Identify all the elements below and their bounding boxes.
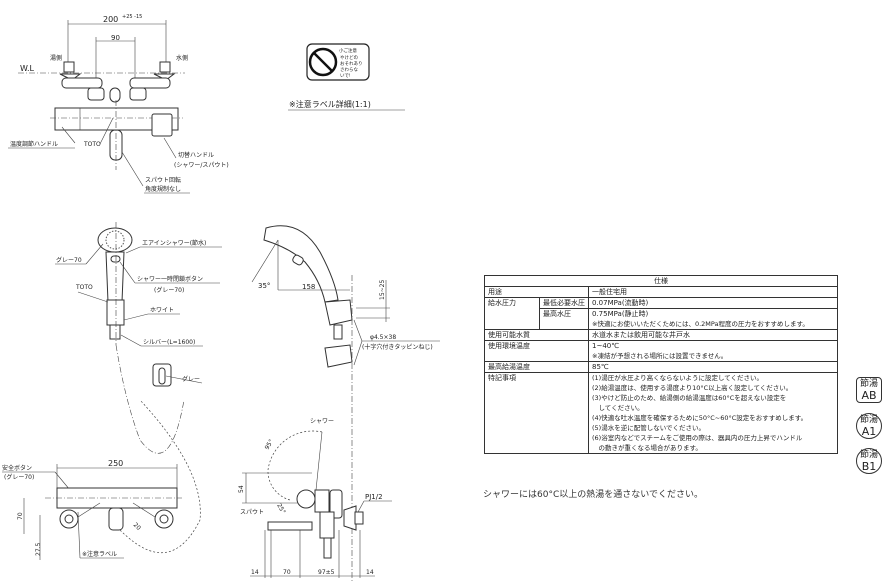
spec-label-max-hot: 最高給湯温度 xyxy=(484,361,589,373)
spec-value-water: 水道水または飲用可能な井戸水 xyxy=(588,329,838,341)
badge-top: 節湯 xyxy=(859,450,878,460)
dim-14b: 14 xyxy=(366,569,374,576)
safety-button-label: 安全ボタン xyxy=(2,464,32,472)
shower-warning: シャワーには60°C以上の熱湯を通さないでください。 xyxy=(483,490,703,500)
spec-value-env-temp: 1~40℃ xyxy=(588,340,838,351)
stop-button-label: シャワー一時閉鎖ボタン xyxy=(137,275,203,283)
pj-label: PJ1/2 xyxy=(365,493,383,501)
spec-label-water: 使用可能水質 xyxy=(484,329,589,341)
spec-sub-max-pressure: 最高水圧 xyxy=(539,308,589,330)
badge-bottom: AB xyxy=(861,389,877,402)
top-view: 200 +25 -15 90 湯側 水側 W.L 温度調節ハンドル TOTO 切… xyxy=(8,14,229,194)
spec-note-item: (2)給湯温度は、使用する湯度より10°C以上高く設定してください。 xyxy=(592,384,793,392)
gray-label: グレー xyxy=(182,375,200,383)
svg-text:いで!: いで! xyxy=(340,73,351,79)
spec-note-item: (5)湯水を逆に配管しないでください。 xyxy=(592,424,706,432)
spec-title: 仕様 xyxy=(484,275,838,287)
brand-label: TOTO xyxy=(83,141,101,148)
spec-label-pressure: 給水圧力 xyxy=(484,297,540,330)
screw-sub: (十字穴付きタッピンねじ) xyxy=(362,343,433,351)
spout-rotation-sub: 角度規制なし xyxy=(145,185,181,193)
svg-text:さわらな: さわらな xyxy=(340,66,358,73)
badge-top: 節湯 xyxy=(859,415,878,425)
dim-54: 54 xyxy=(238,485,245,493)
spec-label-env-temp: 使用環境温度 xyxy=(484,340,589,362)
spec-value-max-hot: 85℃ xyxy=(588,361,838,373)
front-view: 250 安全ボタン (グレー70) 70 20 27.5 ※注意ラベル xyxy=(2,399,201,560)
dim-158: 158 xyxy=(302,283,315,291)
caution-label-text: 小ご注意 xyxy=(339,47,357,54)
side-view: シャワー 95° 25° 54 スパウト PJ1/2 14 70 97±5 14 xyxy=(238,418,392,578)
spec-note-pressure: ※快適にお使いいただくためには、0.2MPa程度の圧力をおすすめします。 xyxy=(588,319,838,330)
dim-14a: 14 xyxy=(251,569,259,576)
angle-35: 35° xyxy=(258,282,270,290)
dim-200-tol: +25 -15 xyxy=(122,14,142,20)
spec-note-item: (1)湯圧が水圧より高くならないように設定してください。 xyxy=(592,374,764,382)
badge-bottom: B1 xyxy=(861,460,877,473)
svg-text:おそれあり: おそれあり xyxy=(340,60,363,67)
spec-note-item: (6)浴室内などでスチームをご使用の際は、器具内の圧力上昇でハンドル xyxy=(592,434,803,442)
silver-label: シルバー(L=1600) xyxy=(143,339,195,346)
dim-15-25: 15~25 xyxy=(379,280,386,300)
angle-25: 25° xyxy=(275,503,286,516)
water-level-label: W.L xyxy=(20,64,35,73)
spec-note-item: (4)快適な吐水温度を確保するために50°C~60°C設定をおすすめします。 xyxy=(592,414,808,422)
side-dim-70: 70 xyxy=(283,569,291,576)
spec-label-notes: 特記事項 xyxy=(484,372,589,454)
hot-side-label: 湯側 xyxy=(50,54,62,62)
spec-note-env-temp: ※凍結が予想される場所には設置できません。 xyxy=(588,351,838,362)
caution-label-detail: 小ご注意 やけどの おそれあり さわらな いで! ※注意ラベル詳細(1:1) xyxy=(288,43,405,111)
shower-label: シャワー xyxy=(310,418,334,425)
spout-rotation-label: スパウト回転 xyxy=(145,176,181,184)
stop-button-sub: (グレー70) xyxy=(154,286,184,294)
spec-note-item: してください。 xyxy=(592,404,644,412)
svg-text:やけどの: やけどの xyxy=(340,54,358,61)
badge-top: 節湯 xyxy=(859,379,878,389)
temp-handle-label: 温度調節ハンドル xyxy=(10,140,58,148)
shower-brand-label: TOTO xyxy=(75,284,93,291)
angle-95: 95° xyxy=(264,438,275,451)
front-caution-label: ※注意ラベル xyxy=(82,550,117,558)
dim-20: 20 xyxy=(132,521,142,531)
spout-label: スパウト xyxy=(240,508,264,516)
spec-sub-min-pressure: 最低必要水圧 xyxy=(539,297,589,309)
screw-label: φ4.5×38 xyxy=(370,334,396,341)
spec-value-usage: 一般住宅用 xyxy=(588,286,838,298)
gray70-label: グレー70 xyxy=(56,256,82,264)
spec-value-min-pressure: 0.07MPa(流動時) xyxy=(588,297,838,309)
caution-label-caption: ※注意ラベル詳細(1:1) xyxy=(289,99,371,109)
badge-bottom: A1 xyxy=(861,425,877,438)
dim-250: 250 xyxy=(108,459,123,468)
spec-notes-list: (1)湯圧が水圧より高くならないように設定してください。 (2)給湯温度は、使用… xyxy=(588,372,838,454)
spec-value-max-pressure: 0.75MPa(静止時) xyxy=(588,308,838,319)
shower-front-view: グレー70 エアインシャワー(節水) シャワー一時閉鎖ボタン (グレー70) T… xyxy=(55,222,222,454)
air-in-shower-label: エアインシャワー(節水) xyxy=(142,239,206,247)
dim-97: 97±5 xyxy=(318,569,335,576)
dim-200: 200 xyxy=(103,15,118,24)
cold-side-label: 水側 xyxy=(176,54,188,62)
spec-note-item: (3)やけど防止のため、給湯側の給湯温度は60°Cを超えない設定を xyxy=(592,394,787,402)
safety-button-sub: (グレー70) xyxy=(4,473,34,481)
spec-label-usage: 用途 xyxy=(484,286,589,298)
dim-70: 70 xyxy=(17,512,24,520)
switch-handle-label: 切替ハンドル xyxy=(178,151,214,159)
dim-27: 27.5 xyxy=(35,542,42,556)
white-label: ホワイト xyxy=(150,307,174,314)
switch-handle-sub: (シャワー/スパウト) xyxy=(174,161,229,169)
spec-note-item: の動きが重くなる場合があります。 xyxy=(592,444,702,452)
shower-side-view: 35° 158 15~25 φ4.5×38 (十字穴付きタッピンねじ) xyxy=(251,225,440,581)
dim-90: 90 xyxy=(111,34,120,42)
